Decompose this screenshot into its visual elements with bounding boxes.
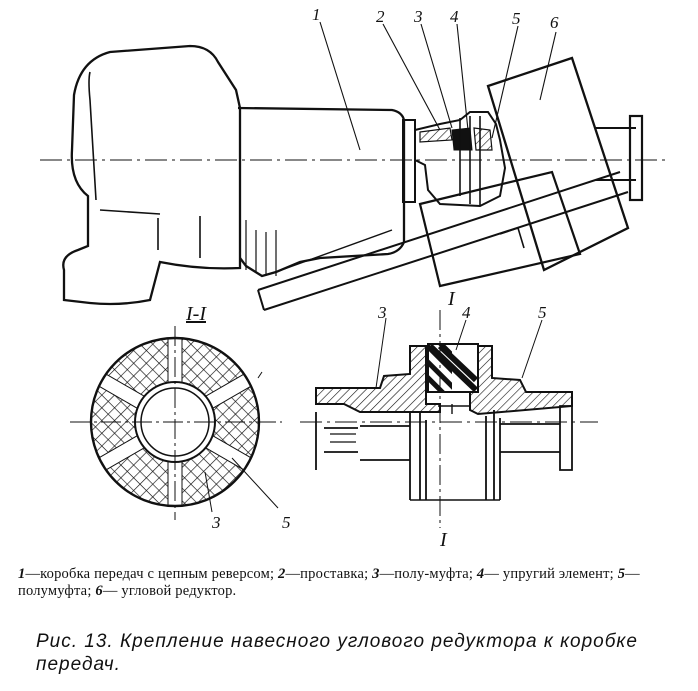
legend-item-3: 3—полу-муфта; (372, 566, 477, 582)
section-right-label-3: 3 (377, 303, 387, 322)
slanted-shaft (257, 171, 629, 311)
coupling-section-labels: 3 4 5 I I (377, 288, 547, 551)
coupling-housing (414, 111, 507, 208)
section-i-i-view: I-I 3 5 (70, 303, 291, 532)
callout-6: 6 (550, 13, 559, 32)
section-right-label-5: 5 (538, 303, 547, 322)
legend: 1—коробка передач с цепным реверсом; 2—п… (18, 566, 680, 600)
callout-1: 1 (312, 5, 321, 24)
angle-reducer (486, 56, 630, 272)
coupling-section-view (300, 310, 598, 528)
gearbox-cylinder (237, 106, 406, 278)
legend-item-5: 5— полумуфта; (18, 566, 640, 599)
callout-4: 4 (450, 7, 459, 26)
gearbox-housing (62, 44, 242, 306)
legend-item-6: 6— угловой редуктор. (95, 583, 237, 599)
section-mark-bottom: I (439, 529, 448, 551)
callout-labels: 1 2 3 4 5 6 (312, 5, 559, 32)
section-left-label-5: 5 (282, 513, 291, 532)
gearbox-assembly-view (40, 21, 665, 311)
callout-2: 2 (376, 7, 385, 26)
half-coupling-3 (315, 345, 441, 413)
legend-item-4: 4— упругий элемент; (476, 566, 618, 582)
section-right-label-4: 4 (462, 303, 471, 322)
legend-item-1: 1—коробка передач с цепным реверсом; (18, 566, 279, 582)
section-mark-top: I (447, 288, 456, 310)
callout-3: 3 (413, 7, 423, 26)
section-title: I-I (185, 303, 207, 325)
figure-caption: Рис. 13. Крепление навесного углового ре… (36, 631, 638, 675)
half-coupling-5 (469, 345, 573, 416)
callout-5: 5 (512, 9, 521, 28)
technical-drawing: 1 2 3 4 5 6 I-I 3 5 (40, 5, 665, 551)
reducer-lower-block (418, 170, 582, 288)
section-left-label-3: 3 (211, 513, 221, 532)
legend-item-2: 2—проставка; (278, 566, 373, 582)
output-flange (628, 114, 644, 202)
